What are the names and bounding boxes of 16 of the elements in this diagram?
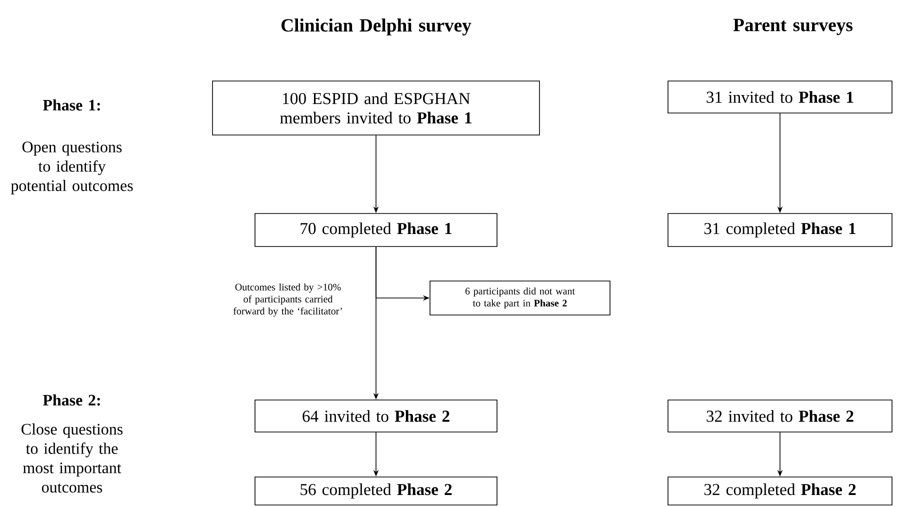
phase-description: Close questions to identify the most important outcomes bbox=[22, 423, 123, 493]
process-box: 32 invited to Phase 2 bbox=[668, 400, 892, 432]
process-box: 32 completed Phase 2 bbox=[668, 476, 892, 506]
process-box: 70 completed Phase 1 bbox=[254, 213, 498, 247]
process-box: 64 invited to Phase 2 bbox=[254, 400, 498, 432]
column-heading: Clinician Delphi survey bbox=[282, 18, 472, 36]
process-box: 31 completed Phase 1 bbox=[668, 213, 892, 247]
process-box: 31 invited to Phase 1 bbox=[668, 80, 892, 114]
process-box: 6 participants did not want to take part in Phase 2 bbox=[430, 280, 610, 316]
phase-label: Phase 2: bbox=[42, 394, 100, 406]
process-box: 100 ESPID and ESPGHAN members invited to Phase 1 bbox=[212, 80, 540, 136]
process-box: 56 completed Phase 2 bbox=[254, 476, 498, 506]
column-heading: Parent surveys bbox=[733, 18, 853, 36]
phase-description: Open questions to identify potential outcomes bbox=[10, 142, 133, 194]
edge-label: Outcomes listed by >10% of participants carried forward by the ‘facilitator’ bbox=[233, 283, 342, 317]
phase-label: Phase 1: bbox=[42, 99, 100, 111]
